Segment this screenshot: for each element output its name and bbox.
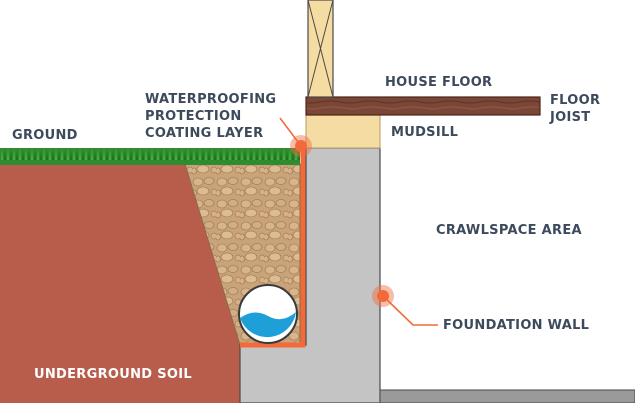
crawlspace-label: CRAWLSPACE AREA	[436, 223, 582, 238]
waterproofing-label: WATERPROOFING PROTECTION COATING LAYER	[145, 92, 277, 141]
foundation-wall-leader	[382, 295, 438, 326]
ground-grass	[0, 148, 300, 165]
waterproofing-coating	[240, 146, 306, 348]
house-floor-label: HOUSE FLOOR	[385, 75, 493, 90]
mudsill-block	[305, 113, 381, 149]
underground-soil-label: UNDERGROUND SOIL	[34, 367, 192, 382]
floor-joist-beam	[305, 96, 541, 116]
ground-label: GROUND	[12, 128, 78, 143]
underground-soil-region	[0, 164, 240, 403]
floor-joist-label: FLOOR JOIST	[550, 93, 601, 125]
foundation-wall-label: FOUNDATION WALL	[443, 318, 590, 333]
crawlspace-slab	[379, 389, 635, 403]
drain-pipe-icon	[238, 284, 298, 344]
mudsill-label: MUDSILL	[391, 125, 459, 140]
